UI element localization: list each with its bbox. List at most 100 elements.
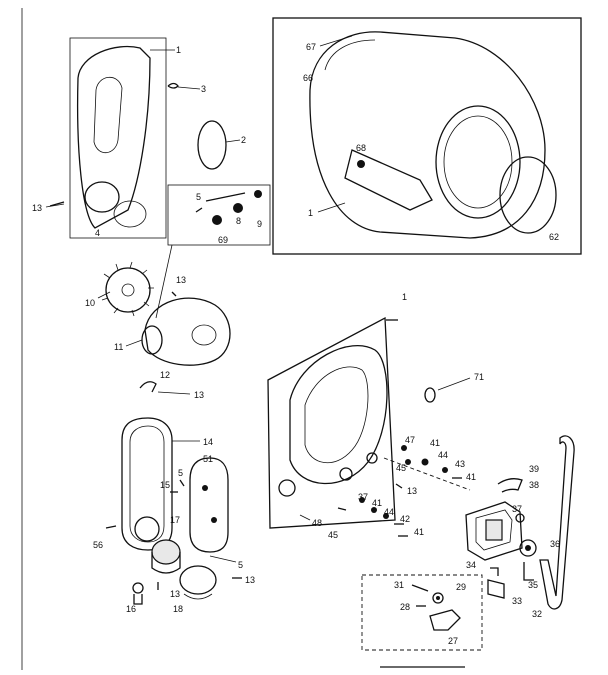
part-45b — [337, 507, 347, 511]
hardware-part-5 — [205, 192, 246, 202]
callout-56: 56 — [93, 540, 103, 550]
front-panel-group — [69, 37, 201, 239]
callout-16: 16 — [126, 604, 136, 614]
blower-group — [97, 261, 231, 366]
bulkhead-hole-1 — [278, 479, 296, 497]
callout-41b: 41 — [466, 472, 476, 482]
motor-group — [465, 435, 575, 610]
hardware-part-screw — [195, 207, 203, 213]
callout-13f: 13 — [407, 486, 417, 496]
idler-box — [361, 574, 483, 651]
callout-35: 35 — [528, 580, 538, 590]
hardware-connector — [155, 244, 173, 319]
callout-8: 8 — [236, 216, 241, 226]
callout-29: 29 — [456, 582, 466, 592]
callout-17: 17 — [170, 515, 180, 525]
callout-28: 28 — [400, 602, 410, 612]
blower-center — [191, 324, 217, 346]
part-34 — [490, 567, 499, 576]
leader-48 — [299, 514, 311, 521]
callout-44b: 44 — [384, 507, 394, 517]
callout-34: 34 — [466, 560, 476, 570]
callout-3: 3 — [201, 84, 206, 94]
hardware-part-8 — [233, 203, 243, 213]
part-37a — [359, 497, 365, 503]
motor-38-face — [475, 509, 513, 551]
drum-screw-68 — [357, 160, 365, 168]
lint-opening — [84, 181, 120, 213]
bracket-35 — [523, 562, 534, 581]
callout-13c: 13 — [194, 390, 204, 400]
blower-wheel-hub — [121, 283, 135, 297]
belt-32 — [539, 435, 575, 610]
callout-48: 48 — [312, 518, 322, 528]
callout-67: 67 — [306, 42, 316, 52]
callout-15: 15 — [160, 480, 170, 490]
drum-opening — [435, 105, 521, 219]
callout-71: 71 — [474, 372, 484, 382]
callout-33: 33 — [512, 596, 522, 606]
duct-14-port — [134, 516, 160, 542]
duct-cover-dot-1 — [202, 485, 208, 491]
bulkhead-hole-2 — [339, 467, 353, 481]
leader-3 — [177, 86, 201, 90]
leader-1b — [317, 202, 346, 213]
leader-13c — [157, 391, 191, 395]
part-37b — [515, 513, 525, 523]
bulkhead-inner — [304, 366, 369, 464]
drum-group — [272, 17, 582, 255]
duct-group — [105, 381, 242, 605]
callout-4: 4 — [95, 228, 100, 238]
hardware-box — [167, 184, 271, 246]
idler-part-31 — [411, 584, 429, 592]
callout-18: 18 — [173, 604, 183, 614]
callout-41a: 41 — [430, 438, 440, 448]
front-seal-62 — [499, 156, 557, 234]
hardware-part-69 — [212, 215, 222, 225]
callout-45a: 45 — [396, 463, 406, 473]
callout-39: 39 — [529, 464, 539, 474]
callout-36: 36 — [550, 539, 560, 549]
drum-body — [309, 31, 546, 239]
leader-13a — [45, 203, 65, 208]
duct-cover-51 — [189, 457, 229, 553]
blower-housing-11 — [144, 297, 231, 366]
bulkhead-group — [267, 316, 471, 529]
callout-62: 62 — [549, 232, 559, 242]
clip-3 — [167, 82, 179, 89]
blower-wheel-blades — [101, 261, 154, 317]
leader-dash-panel — [383, 457, 471, 491]
pulley-36 — [519, 539, 537, 557]
part-44a — [421, 458, 429, 466]
duct-17 — [151, 539, 181, 565]
callout-38: 38 — [529, 480, 539, 490]
clip-12 — [139, 381, 157, 393]
grommet-71 — [424, 387, 436, 403]
part-43 — [442, 467, 448, 473]
callout-45b: 45 — [328, 530, 338, 540]
hardware-box-group — [155, 184, 271, 319]
callout-1a: 1 — [176, 45, 181, 55]
duct-18 — [179, 565, 217, 595]
callout-10: 10 — [85, 298, 95, 308]
callout-1b: 1 — [308, 208, 313, 218]
front-panel-slot — [93, 76, 123, 154]
idler-arm-27 — [429, 609, 461, 631]
callout-5a: 5 — [196, 192, 201, 202]
callout-layer: 1 3 2 13 4 5 9 8 69 67 66 68 1 62 13 10 … — [32, 42, 560, 646]
leader-2 — [225, 139, 241, 143]
part-16-body — [133, 594, 143, 605]
bulkhead-circle — [289, 345, 388, 485]
screw-56 — [105, 525, 117, 529]
callout-37a: 37 — [358, 492, 368, 502]
bulkhead-panel — [267, 316, 396, 529]
duct-17-body — [151, 552, 181, 574]
callout-31: 31 — [394, 580, 404, 590]
leader-11 — [125, 339, 143, 347]
callout-66: 66 — [303, 73, 313, 83]
callout-41d: 41 — [414, 527, 424, 537]
callout-5c: 5 — [238, 560, 243, 570]
pulley-36-hub — [525, 545, 531, 551]
bulkhead-hole-3 — [366, 452, 378, 464]
drum-opening-inner — [443, 115, 513, 209]
